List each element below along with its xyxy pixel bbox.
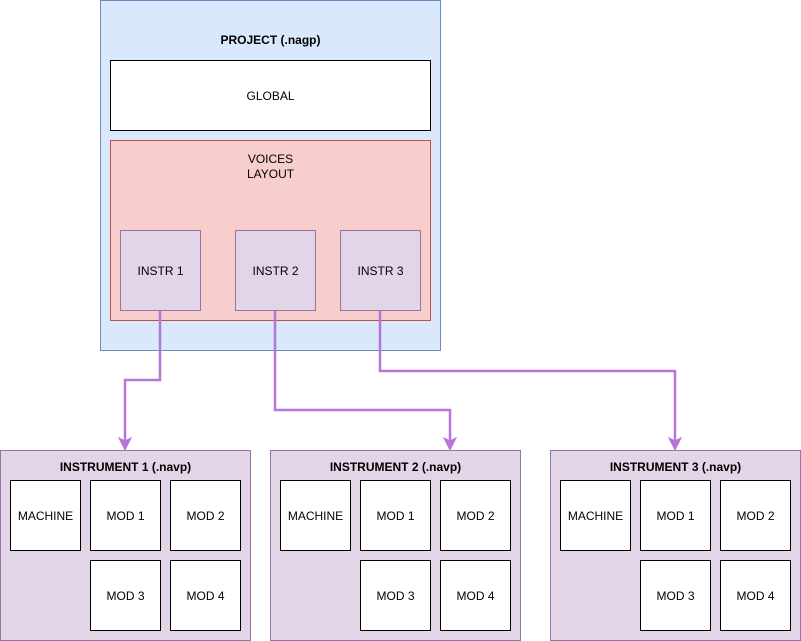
instrument-2-mod-2: MOD 2 bbox=[440, 480, 511, 551]
project-title: PROJECT (.nagp) bbox=[220, 33, 321, 47]
instrument-2-mod-1: MOD 1 bbox=[360, 480, 431, 551]
instrument-2-mod-4: MOD 4 bbox=[440, 560, 511, 631]
instrument-3-machine: MACHINE bbox=[560, 480, 631, 551]
arrowhead-instrument-3 bbox=[667, 436, 683, 452]
voices-layout-label: VOICES LAYOUT bbox=[111, 152, 430, 182]
arrowhead-instrument-1 bbox=[117, 436, 133, 452]
instrument-2-container: INSTRUMENT 2 (.navp) MACHINE MOD 1 MOD 2… bbox=[270, 450, 521, 641]
global-label: GLOBAL bbox=[246, 88, 295, 103]
instrument-2-title: INSTRUMENT 2 (.navp) bbox=[329, 460, 462, 474]
instr-slot-1: INSTR 1 bbox=[120, 230, 201, 311]
arrowhead-instrument-2 bbox=[442, 436, 458, 452]
instr-slot-3: INSTR 3 bbox=[340, 230, 421, 311]
instrument-1-title: INSTRUMENT 1 (.navp) bbox=[59, 460, 192, 474]
instrument-3-title: INSTRUMENT 3 (.navp) bbox=[609, 460, 742, 474]
instrument-1-machine: MACHINE bbox=[10, 480, 81, 551]
instrument-3-mod-4: MOD 4 bbox=[720, 560, 791, 631]
voices-label-line1: VOICES bbox=[247, 152, 294, 166]
instrument-1-mod-4: MOD 4 bbox=[170, 560, 241, 631]
instrument-3-container: INSTRUMENT 3 (.navp) MACHINE MOD 1 MOD 2… bbox=[550, 450, 801, 641]
instrument-1-mod-2: MOD 2 bbox=[170, 480, 241, 551]
instrument-2-mod-3: MOD 3 bbox=[360, 560, 431, 631]
instr-slot-3-label: INSTR 3 bbox=[357, 263, 404, 278]
instrument-1-mod-1: MOD 1 bbox=[90, 480, 161, 551]
instrument-1-container: INSTRUMENT 1 (.navp) MACHINE MOD 1 MOD 2… bbox=[0, 450, 251, 641]
instrument-3-mod-1: MOD 1 bbox=[640, 480, 711, 551]
instrument-3-mod-2: MOD 2 bbox=[720, 480, 791, 551]
global-box: GLOBAL bbox=[110, 60, 431, 131]
instr-slot-2: INSTR 2 bbox=[235, 230, 316, 311]
voices-label-line2: LAYOUT bbox=[246, 167, 295, 181]
instrument-1-mod-3: MOD 3 bbox=[90, 560, 161, 631]
instr-slot-2-label: INSTR 2 bbox=[252, 263, 299, 278]
instrument-3-mod-3: MOD 3 bbox=[640, 560, 711, 631]
instr-slot-1-label: INSTR 1 bbox=[137, 263, 184, 278]
instrument-2-machine: MACHINE bbox=[280, 480, 351, 551]
